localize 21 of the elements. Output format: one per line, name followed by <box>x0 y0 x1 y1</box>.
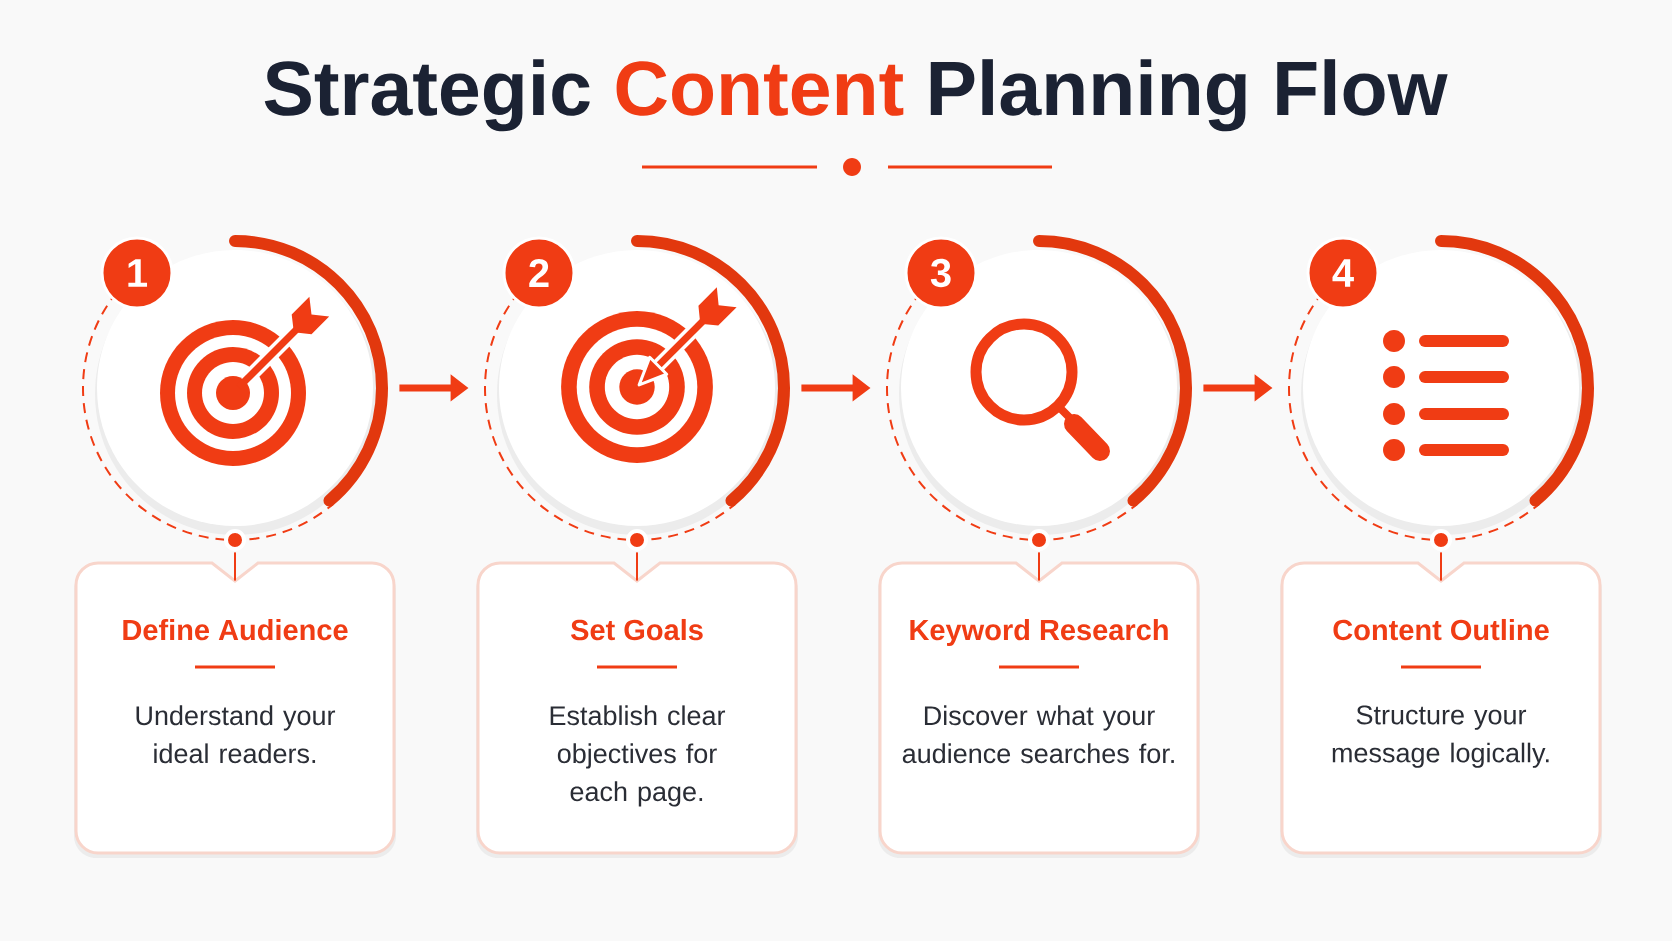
card-title: Keyword Research <box>910 618 1168 646</box>
step-card <box>878 561 1200 858</box>
connector-line <box>1440 551 1442 582</box>
card-title: Content Outline <box>1333 618 1549 641</box>
connector-line <box>1038 551 1040 582</box>
title: Strategic Content Planning Flow <box>264 59 1448 132</box>
number-badge: 4 <box>1306 236 1380 310</box>
connector-line <box>234 551 236 582</box>
step-card <box>476 561 798 858</box>
number-badge: 3 <box>904 236 978 310</box>
card-description: Understand your ideal readers. <box>136 705 336 764</box>
step-card <box>1280 561 1602 858</box>
card-description: Establish clear objectives for each page. <box>550 705 726 807</box>
card-title: Define Audience <box>123 618 348 641</box>
step-card <box>74 561 396 858</box>
card-title: Set Goals <box>570 618 703 641</box>
number-badge: 2 <box>502 236 576 310</box>
number-badge: 1 <box>100 236 174 310</box>
connector-line <box>636 551 638 582</box>
card-description: Structure your message logically. <box>1332 705 1549 768</box>
card-description: Discover what your audience searches for. <box>902 705 1174 764</box>
